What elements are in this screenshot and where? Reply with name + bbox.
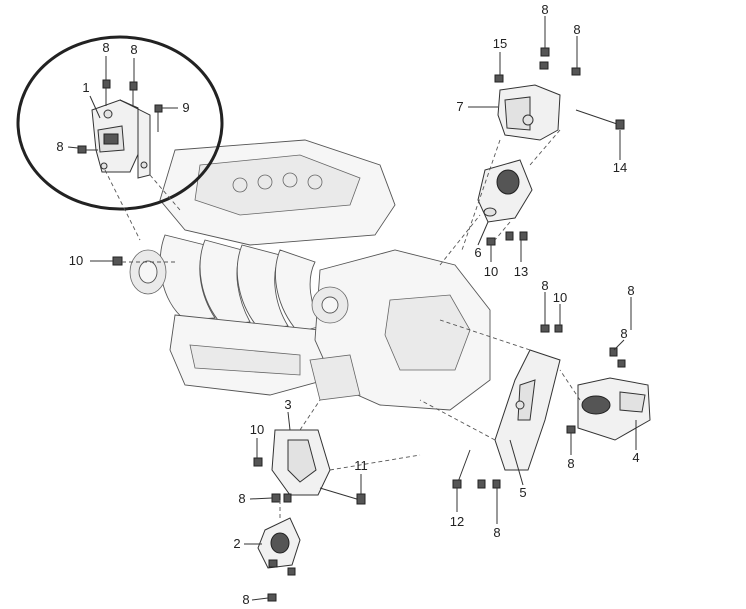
callout-11: 11 bbox=[354, 458, 368, 473]
callout-13: 13 bbox=[514, 264, 528, 279]
callout-6: 6 bbox=[474, 245, 481, 260]
callout-3: 3 bbox=[284, 397, 291, 412]
callout-10: 10 bbox=[484, 264, 498, 279]
callout-8: 8 bbox=[130, 42, 137, 57]
callout-1: 1 bbox=[82, 80, 89, 95]
callout-10: 10 bbox=[250, 422, 264, 437]
callout-8: 8 bbox=[620, 326, 627, 341]
callout-8: 8 bbox=[627, 283, 634, 298]
callout-14: 14 bbox=[613, 160, 627, 175]
callout-12: 12 bbox=[450, 514, 464, 529]
leader-lines bbox=[67, 16, 637, 601]
assembly-lines bbox=[104, 129, 581, 518]
part-3-bracket bbox=[253, 429, 366, 505]
callout-labels: 1 8 8 8 9 10 8 15 8 7 14 6 10 13 8 10 8 … bbox=[56, 2, 639, 607]
callout-8: 8 bbox=[56, 139, 63, 154]
callout-4: 4 bbox=[632, 450, 639, 465]
part-5-bracket bbox=[452, 324, 563, 489]
callout-15: 15 bbox=[493, 36, 507, 51]
callout-8: 8 bbox=[242, 592, 249, 607]
highlight-circle bbox=[16, 35, 224, 211]
callout-5: 5 bbox=[519, 485, 526, 500]
callout-8: 8 bbox=[238, 491, 245, 506]
callout-10: 10 bbox=[69, 253, 83, 268]
callout-10: 10 bbox=[553, 290, 567, 305]
part-10-nut bbox=[112, 256, 123, 266]
callout-8: 8 bbox=[541, 2, 548, 17]
engine-assembly bbox=[129, 139, 491, 411]
callout-8: 8 bbox=[493, 525, 500, 540]
callout-8: 8 bbox=[541, 278, 548, 293]
part-6-mount bbox=[477, 159, 533, 246]
part-1-bracket bbox=[77, 79, 163, 179]
callout-9: 9 bbox=[182, 100, 189, 115]
callout-2: 2 bbox=[233, 536, 240, 551]
part-4-mount bbox=[566, 347, 651, 441]
callout-8: 8 bbox=[573, 22, 580, 37]
part-2-mount bbox=[257, 517, 301, 602]
part-7-bracket bbox=[494, 47, 625, 141]
callout-8: 8 bbox=[567, 456, 574, 471]
callout-8: 8 bbox=[102, 40, 109, 55]
callout-7: 7 bbox=[456, 99, 463, 114]
